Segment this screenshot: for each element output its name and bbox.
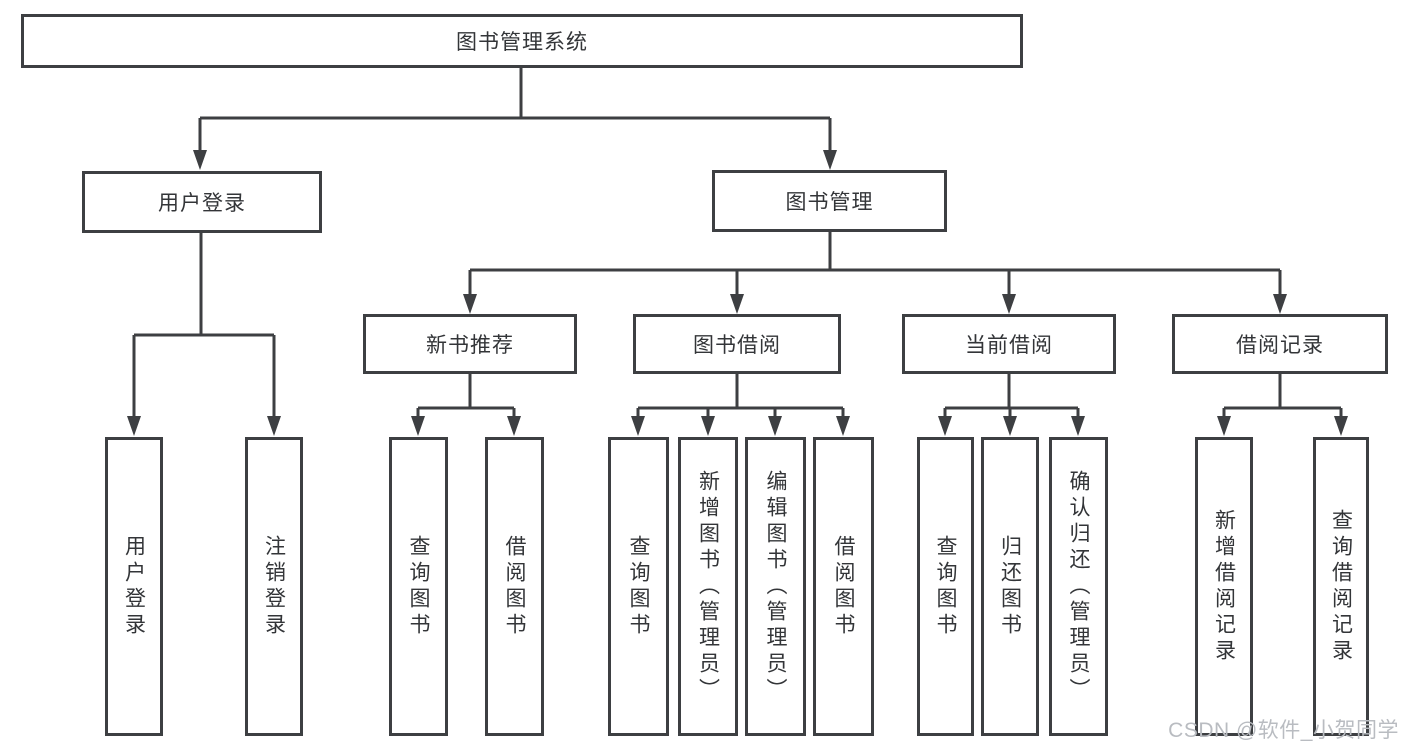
node-ul-login-label: 用户登录 xyxy=(122,534,146,639)
node-bb-borrow: 借阅图书 xyxy=(813,437,874,736)
node-bb-add: 新增图书（管理员） xyxy=(678,437,738,736)
node-bb-add-label: 新增图书（管理员） xyxy=(696,469,720,704)
node-cb-confirm-label: 确认归还（管理员） xyxy=(1067,469,1090,704)
node-current-borrow: 当前借阅 xyxy=(902,314,1116,374)
node-nbr-query: 查询图书 xyxy=(389,437,448,736)
node-book-mgmt-label: 图书管理 xyxy=(785,191,874,214)
node-nbr-borrow: 借阅图书 xyxy=(485,437,544,736)
node-bb-query: 查询图书 xyxy=(608,437,669,736)
node-cb-confirm: 确认归还（管理员） xyxy=(1049,437,1108,736)
node-br-query-label: 查询借阅记录 xyxy=(1329,508,1353,665)
node-bb-query-label: 查询图书 xyxy=(627,534,650,639)
node-cb-query-label: 查询图书 xyxy=(934,534,957,639)
node-book-mgmt: 图书管理 xyxy=(712,170,947,232)
node-cb-return-label: 归还图书 xyxy=(998,534,1022,639)
node-bb-edit-label: 编辑图书（管理员） xyxy=(764,469,787,704)
node-br-add-label: 新增借阅记录 xyxy=(1212,508,1236,665)
node-br-add: 新增借阅记录 xyxy=(1195,437,1253,736)
node-new-book-rec-label: 新书推荐 xyxy=(426,334,514,357)
node-cb-query: 查询图书 xyxy=(917,437,974,736)
node-root-label: 图书管理系统 xyxy=(456,31,588,54)
node-ul-logout-label: 注销登录 xyxy=(262,534,286,639)
node-book-borrow-label: 图书借阅 xyxy=(693,334,781,357)
node-user-login: 用户登录 xyxy=(82,171,322,233)
node-br-query: 查询借阅记录 xyxy=(1313,437,1369,736)
node-ul-login: 用户登录 xyxy=(105,437,163,736)
node-borrow-record: 借阅记录 xyxy=(1172,314,1388,374)
csdn-watermark: CSDN @软件_小贺同学 xyxy=(1168,719,1399,742)
node-bb-edit: 编辑图书（管理员） xyxy=(745,437,806,736)
node-nbr-borrow-label: 借阅图书 xyxy=(503,534,526,639)
node-book-borrow: 图书借阅 xyxy=(633,314,841,374)
node-borrow-record-label: 借阅记录 xyxy=(1236,334,1324,357)
node-cb-return: 归还图书 xyxy=(981,437,1039,736)
node-root: 图书管理系统 xyxy=(21,14,1023,68)
node-user-login-label: 用户登录 xyxy=(158,192,246,215)
node-bb-borrow-label: 借阅图书 xyxy=(832,534,855,639)
node-ul-logout: 注销登录 xyxy=(245,437,303,736)
node-nbr-query-label: 查询图书 xyxy=(407,534,430,639)
node-current-borrow-label: 当前借阅 xyxy=(965,334,1053,357)
node-new-book-rec: 新书推荐 xyxy=(363,314,577,374)
